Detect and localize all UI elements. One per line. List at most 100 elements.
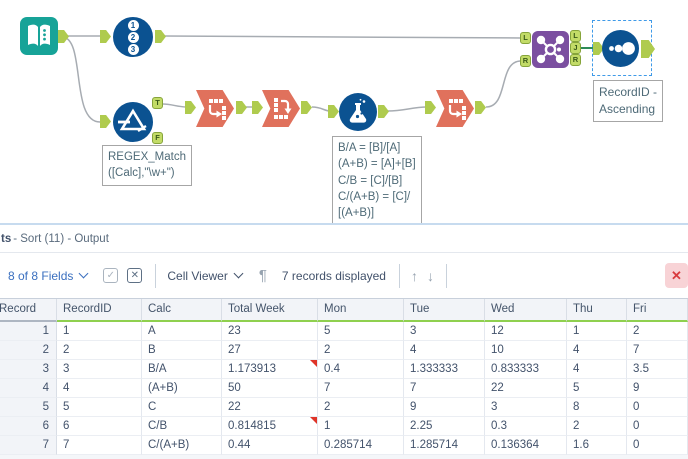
- sort-input-anchor[interactable]: [593, 42, 604, 55]
- data-cell[interactable]: C: [142, 398, 222, 417]
- sort-tool[interactable]: [602, 30, 639, 67]
- data-cell[interactable]: 1.6: [567, 436, 627, 455]
- filter-input-anchor[interactable]: [100, 115, 111, 128]
- data-cell[interactable]: B: [142, 341, 222, 360]
- data-cell[interactable]: 0.814815: [222, 417, 318, 436]
- data-cell[interactable]: 0.136364: [485, 436, 567, 455]
- connection[interactable]: [61, 36, 101, 123]
- data-cell[interactable]: 0: [627, 398, 688, 417]
- transpose-input-anchor[interactable]: [185, 101, 196, 114]
- arrow-up-icon[interactable]: ↑: [410, 267, 418, 284]
- record-id-tool[interactable]: 1 2 3: [113, 17, 153, 57]
- join-left-input-anchor[interactable]: L: [520, 32, 531, 44]
- data-cell[interactable]: 0: [627, 417, 688, 436]
- workflow-canvas[interactable]: 1 2 3 T F REGEX_Match ([Calc],"\w+"): [0, 0, 688, 226]
- data-cell[interactable]: 50: [222, 379, 318, 398]
- data-cell[interactable]: 4: [57, 379, 142, 398]
- transpose2-output-anchor[interactable]: [475, 101, 486, 114]
- data-cell[interactable]: 2: [567, 417, 627, 436]
- data-cell[interactable]: 0: [627, 436, 688, 455]
- filter-tool[interactable]: [113, 102, 153, 142]
- data-cell[interactable]: 1.173913: [222, 360, 318, 379]
- deselect-all-icon[interactable]: ✕: [127, 268, 143, 283]
- data-cell[interactable]: 0.4: [318, 360, 404, 379]
- data-cell[interactable]: 3: [404, 322, 485, 341]
- data-cell[interactable]: C/(A+B): [142, 436, 222, 455]
- cell-viewer-dropdown[interactable]: Cell Viewer: [167, 269, 244, 283]
- arrow-down-icon[interactable]: ↓: [426, 267, 434, 284]
- close-results-button[interactable]: ✕: [665, 263, 688, 288]
- data-cell[interactable]: 0.44: [222, 436, 318, 455]
- select-all-checkbox-icon[interactable]: ✓: [103, 268, 119, 283]
- join-right-output-anchor[interactable]: R: [570, 54, 581, 66]
- data-cell[interactable]: 7: [627, 341, 688, 360]
- input-data-tool[interactable]: [20, 17, 58, 55]
- data-cell[interactable]: 9: [404, 398, 485, 417]
- data-cell[interactable]: 5: [57, 398, 142, 417]
- formula-tool[interactable]: [339, 93, 377, 131]
- data-cell[interactable]: (A+B): [142, 379, 222, 398]
- connection[interactable]: [485, 60, 522, 108]
- data-cell[interactable]: 3: [57, 360, 142, 379]
- data-cell[interactable]: 2: [627, 322, 688, 341]
- column-header-recordid[interactable]: RecordID: [57, 299, 142, 322]
- data-cell[interactable]: 4: [567, 341, 627, 360]
- data-cell[interactable]: 23: [222, 322, 318, 341]
- transpose-output-anchor[interactable]: [236, 101, 247, 114]
- connection[interactable]: [387, 106, 428, 112]
- data-cell[interactable]: 7: [318, 379, 404, 398]
- crosstab-output-anchor[interactable]: [301, 101, 312, 114]
- column-header-record[interactable]: Record: [0, 299, 57, 322]
- column-header-calc[interactable]: Calc: [142, 299, 222, 322]
- recordid-output-anchor[interactable]: [155, 30, 166, 43]
- connection[interactable]: [163, 35, 522, 39]
- data-cell[interactable]: 27: [222, 341, 318, 360]
- filter-true-anchor[interactable]: T: [152, 97, 163, 109]
- data-cell[interactable]: 7: [404, 379, 485, 398]
- data-cell[interactable]: 1.333333: [404, 360, 485, 379]
- crosstab-input-anchor[interactable]: [252, 101, 263, 114]
- data-cell[interactable]: 0.3: [485, 417, 567, 436]
- column-header-fri[interactable]: Fri: [627, 299, 688, 322]
- data-cell[interactable]: 7: [57, 436, 142, 455]
- column-header-total-week[interactable]: Total Week: [222, 299, 318, 322]
- formula-output-anchor[interactable]: [378, 105, 389, 118]
- data-cell[interactable]: 2: [318, 398, 404, 417]
- input-output-anchor[interactable]: [58, 30, 69, 43]
- formula-input-anchor[interactable]: [328, 105, 339, 118]
- data-cell[interactable]: 5: [318, 322, 404, 341]
- pilcrow-icon[interactable]: ¶: [258, 267, 267, 284]
- data-cell[interactable]: 5: [567, 379, 627, 398]
- data-cell[interactable]: B/A: [142, 360, 222, 379]
- data-cell[interactable]: 0.833333: [485, 360, 567, 379]
- data-cell[interactable]: 0.285714: [318, 436, 404, 455]
- join-right-input-anchor[interactable]: R: [520, 55, 531, 67]
- data-cell[interactable]: 4: [567, 360, 627, 379]
- sort-output-anchor[interactable]: [641, 40, 655, 58]
- filter-false-anchor[interactable]: F: [152, 132, 163, 144]
- join-left-output-anchor[interactable]: L: [570, 30, 581, 42]
- column-header-wed[interactable]: Wed: [485, 299, 567, 322]
- data-cell[interactable]: 4: [404, 341, 485, 360]
- data-cell[interactable]: 3: [485, 398, 567, 417]
- data-cell[interactable]: 3.5: [627, 360, 688, 379]
- join-join-output-anchor[interactable]: J: [570, 42, 581, 54]
- column-header-mon[interactable]: Mon: [318, 299, 404, 322]
- sort-annotation[interactable]: RecordID - Ascending: [593, 80, 664, 123]
- filter-annotation[interactable]: REGEX_Match ([Calc],"\w+"): [102, 145, 192, 186]
- data-cell[interactable]: 2: [318, 341, 404, 360]
- data-cell[interactable]: 9: [627, 379, 688, 398]
- column-header-tue[interactable]: Tue: [404, 299, 485, 322]
- column-header-thu[interactable]: Thu: [567, 299, 627, 322]
- data-cell[interactable]: 22: [222, 398, 318, 417]
- data-cell[interactable]: 1: [567, 322, 627, 341]
- data-cell[interactable]: 6: [57, 417, 142, 436]
- fields-dropdown[interactable]: 8 of 8 Fields: [8, 269, 89, 283]
- data-cell[interactable]: 8: [567, 398, 627, 417]
- connection[interactable]: [311, 106, 331, 112]
- data-cell[interactable]: 1: [57, 322, 142, 341]
- data-cell[interactable]: 12: [485, 322, 567, 341]
- transpose2-input-anchor[interactable]: [425, 101, 436, 114]
- data-cell[interactable]: 2.25: [404, 417, 485, 436]
- data-cell[interactable]: C/B: [142, 417, 222, 436]
